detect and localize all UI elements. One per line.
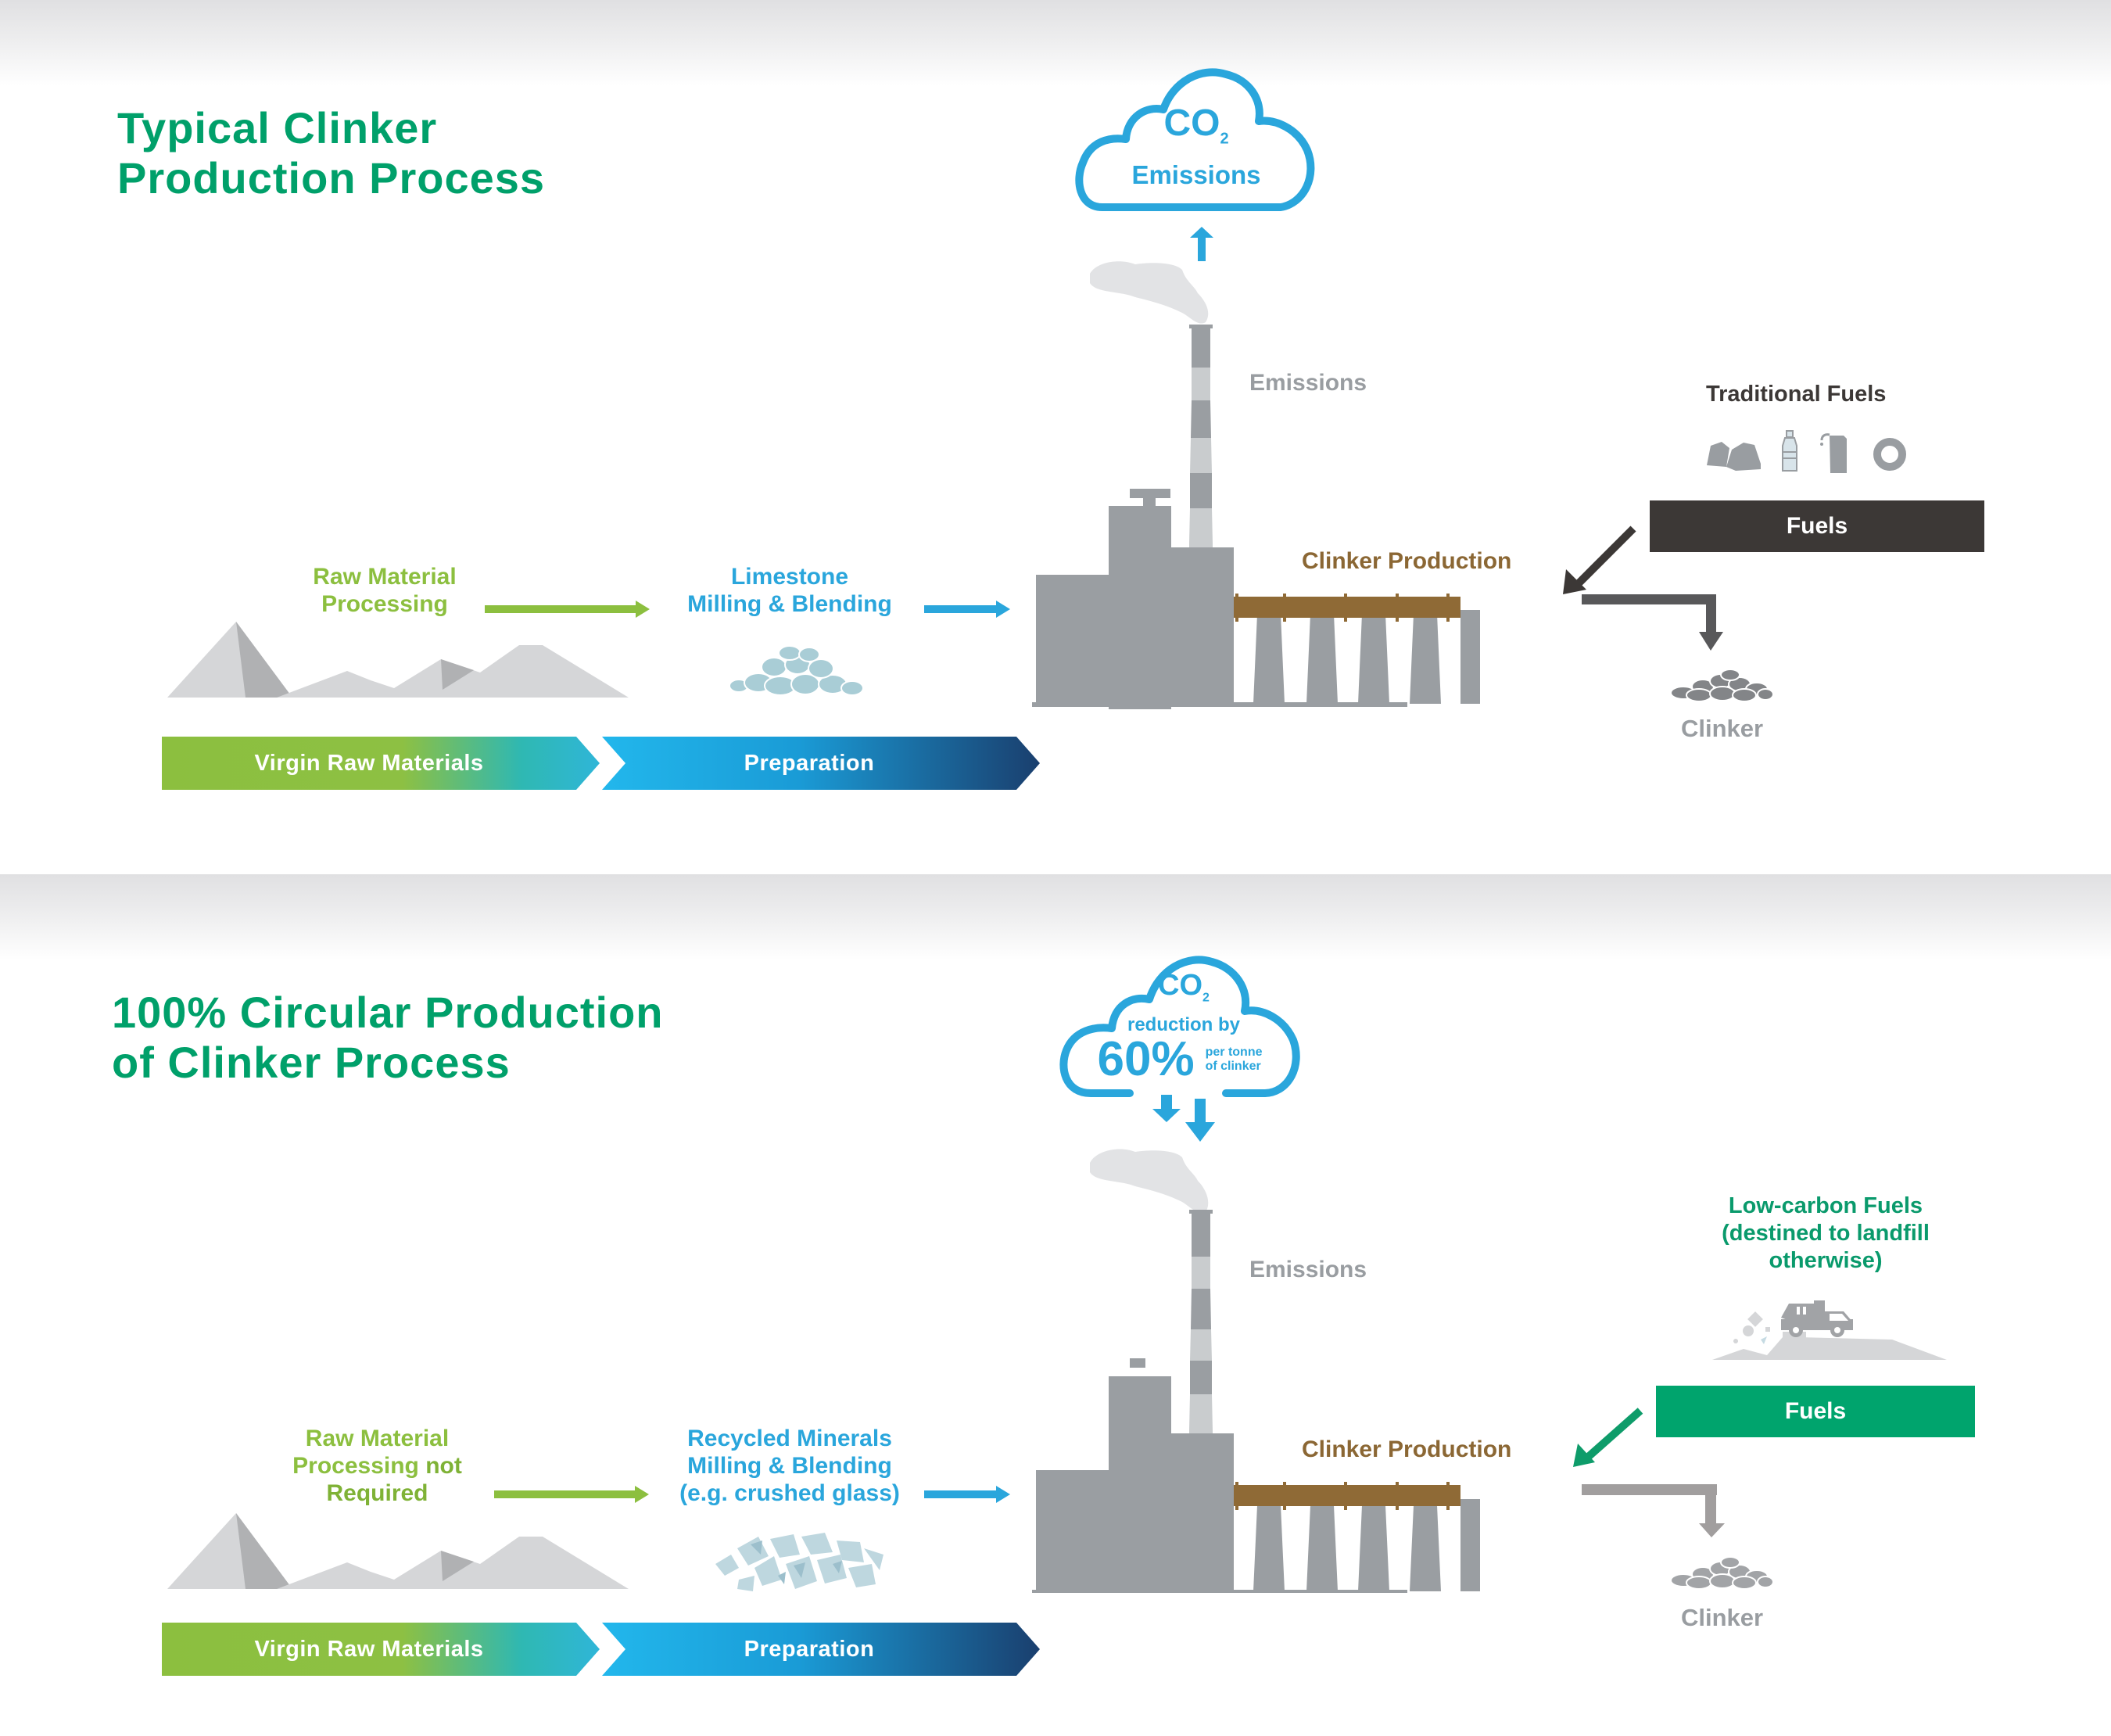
arrow-up-icon (1190, 227, 1213, 261)
process-chevrons-2 (162, 1623, 1040, 1676)
chevron-preparation-2 (602, 1623, 1040, 1676)
clinker-production-label: Clinker Production (1302, 548, 1512, 574)
blue-arrow-icon-2 (924, 1486, 1010, 1503)
chevron-virgin-raw (162, 737, 600, 790)
top-band-gradient (0, 0, 2111, 86)
smoke-icon-2 (1090, 1149, 1209, 1214)
chevron-preparation-label-2: Preparation (744, 1636, 875, 1662)
co2-cloud-icon (1075, 68, 1315, 211)
circular-section-title: 100% Circular Production of Clinker Proc… (112, 988, 664, 1087)
co2-reduction-cloud-icon (1059, 956, 1300, 1097)
clinker-production-label-2: Clinker Production (1302, 1437, 1512, 1462)
low-carbon-fuels-label: Low-carbon Fuels (destined to landfill o… (1722, 1193, 1930, 1273)
process-chevrons (162, 737, 1040, 790)
building-low (1036, 575, 1114, 704)
per-tonne-label: per tonne of clinker (1205, 1045, 1263, 1073)
fuel-feed-arrow-icon-2 (1573, 1408, 1643, 1467)
clinker-label: Clinker (1681, 715, 1764, 742)
co2-reduction-text: CO2 reduction by 60% per tonne of clinke… (1056, 970, 1304, 1085)
building-tower (1130, 489, 1170, 498)
clinker-label-2: Clinker (1681, 1604, 1764, 1631)
chevron-virgin-raw-2 (162, 1623, 600, 1676)
co2-label: CO (1163, 102, 1220, 144)
emissions-label-2: Emissions (1249, 1257, 1367, 1282)
crushed-glass-icon (715, 1533, 883, 1591)
chevron-preparation (602, 737, 1040, 790)
building-main (1171, 547, 1234, 704)
mountains-icon (167, 622, 629, 698)
landfill-truck-icon (1712, 1300, 1947, 1360)
raw-material-processing-label: Raw Material Processing (313, 564, 457, 617)
cement-plant-illustration-2 (1032, 1210, 1480, 1593)
green-arrow-icon-2 (494, 1486, 649, 1503)
recycled-minerals-label: Recycled Minerals Milling & Blending (e.… (679, 1426, 900, 1506)
oil-jerrycan-icon (1820, 433, 1847, 473)
emissions-label: Emissions (1249, 370, 1367, 396)
middle-band-gradient (0, 874, 2111, 960)
limestone-milling-label: Limestone Milling & Blending (687, 564, 892, 617)
clinker-pile-icon (1670, 669, 1774, 702)
chevron-virgin-raw-label-2: Virgin Raw Materials (254, 1636, 484, 1662)
co2-subscript-2: 2 (1202, 991, 1210, 1005)
chevron-virgin-raw-label: Virgin Raw Materials (254, 750, 484, 776)
cement-plant-illustration (1032, 325, 1480, 709)
low-carbon-fuels-box: Fuels (1656, 1386, 1975, 1437)
traditional-fuels-box: Fuels (1650, 500, 1984, 552)
co2-cloud-text: CO2 Emissions (1071, 103, 1321, 191)
raw-material-text: Raw Material Processing (292, 1426, 450, 1479)
limestone-pile-icon (729, 645, 864, 696)
co2-subscript: 2 (1220, 130, 1229, 148)
plastic-bottle-icon (1782, 430, 1797, 472)
raw-material-not-required-label: Raw Material Processing not Required (274, 1425, 481, 1507)
tyre-icon (1873, 438, 1906, 471)
reduction-percent: 60% (1097, 1031, 1195, 1086)
smoke-icon (1090, 261, 1209, 324)
blue-arrow-icon (924, 601, 1010, 618)
typical-section-title: Typical Clinker Production Process (117, 103, 546, 203)
coal-icon (1707, 442, 1761, 471)
kiln-piers (1253, 610, 1480, 704)
clinker-output-arrow-icon-2 (1582, 1484, 1725, 1537)
co2-label-2: CO (1158, 969, 1203, 1002)
clinker-output-arrow-icon (1582, 594, 1723, 651)
traditional-fuels-label: Traditional Fuels (1706, 382, 1887, 407)
fuel-feed-arrow-icon (1563, 525, 1636, 594)
reduction-by-label: reduction by (1127, 1013, 1240, 1035)
clinker-pile-icon-2 (1670, 1556, 1774, 1590)
arrow-down-small-icon (1152, 1095, 1181, 1122)
not-required-emphasis: not Required (326, 1453, 462, 1506)
green-arrow-icon (485, 601, 650, 618)
mountains-icon-2 (167, 1513, 629, 1589)
chimney-2 (1189, 1210, 1213, 1443)
arrow-down-large-icon (1185, 1099, 1215, 1142)
chevron-preparation-label: Preparation (744, 750, 875, 776)
co2-emissions-label: Emissions (1131, 160, 1261, 189)
